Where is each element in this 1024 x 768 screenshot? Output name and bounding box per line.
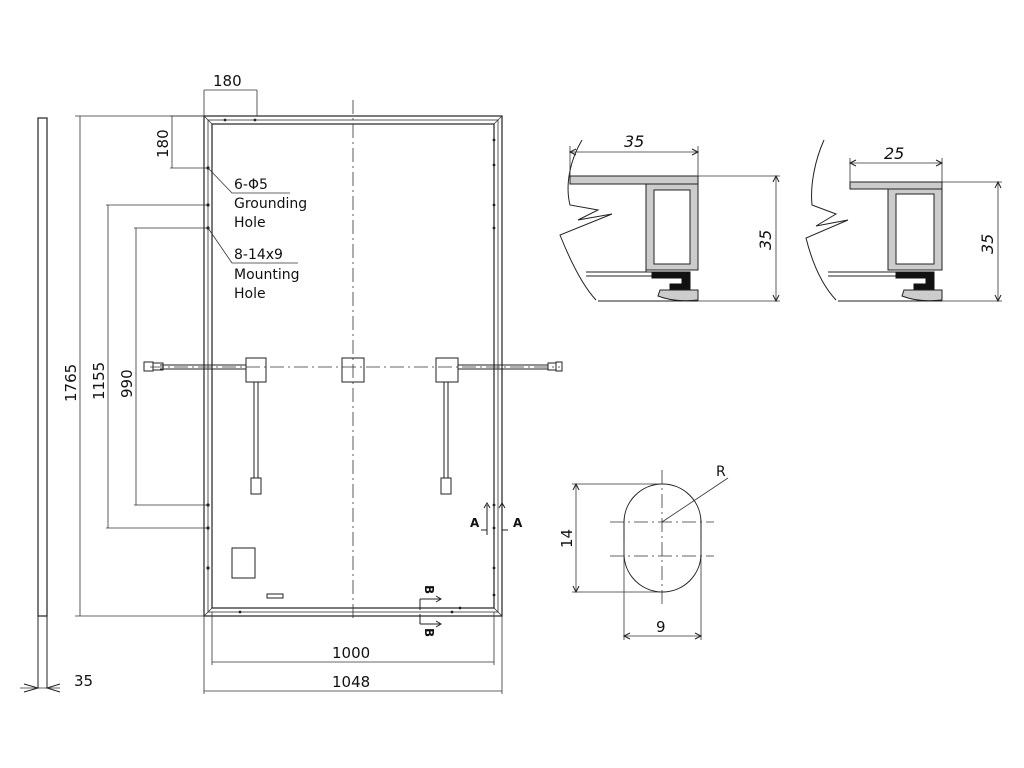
- junction-box-right: [435, 357, 459, 383]
- dim-frame-outer-width: 1048: [332, 673, 370, 691]
- mounting-spec: 8-14x9: [234, 247, 283, 263]
- svg-text:A: A: [470, 516, 480, 530]
- dimension-lines: 180 180 1765 1155 990 1000 1048: [62, 72, 503, 694]
- connector-right: [547, 361, 563, 372]
- dim-corner-x: 180: [213, 72, 242, 90]
- dim-mounting-spacing: 990: [118, 369, 136, 398]
- side-view: 35: [20, 117, 93, 693]
- dim-total-length: 1765: [62, 364, 80, 402]
- svg-text:B: B: [422, 585, 436, 594]
- dim-frame-thickness: 35: [74, 672, 93, 690]
- grounding-label-1: Grounding: [234, 196, 307, 212]
- svg-text:A: A: [513, 516, 523, 530]
- slot-radius-label: R: [716, 464, 726, 480]
- junction-box-left: [245, 357, 267, 383]
- connector-left: [143, 361, 164, 372]
- grounding-label-2: Hole: [234, 215, 266, 231]
- slot-outline: [623, 483, 702, 593]
- grounding-spec: 6-Φ5: [234, 177, 268, 193]
- profile-short-height: 35: [978, 234, 997, 254]
- barcode-label: [266, 593, 284, 599]
- module-back-view: A A B B: [143, 100, 563, 637]
- junction-box-center: [341, 357, 365, 383]
- dim-corner-y: 180: [154, 129, 172, 158]
- callouts: 6-Φ5 Grounding Hole 8-14x9 Mounting Hole: [207, 167, 307, 302]
- slot-width: 9: [656, 618, 666, 636]
- mounting-label-1: Mounting: [234, 267, 300, 283]
- slot-height: 14: [558, 529, 576, 548]
- section-a-markers: A A: [470, 502, 523, 535]
- svg-text:B: B: [422, 628, 436, 637]
- profile-short-width: 25: [884, 144, 904, 163]
- frame-profile-long-side: 35 35: [559, 132, 780, 303]
- profile-long-height: 35: [756, 230, 775, 250]
- frame-profile-short-side: 25 35: [805, 139, 1002, 303]
- profile-long-width: 35: [624, 132, 644, 151]
- section-b-markers: B B: [419, 585, 442, 637]
- mounting-label-2: Hole: [234, 286, 266, 302]
- dim-grounding-spacing: 1155: [90, 362, 108, 400]
- label-plate: [231, 547, 256, 579]
- mounting-slot-detail: R 14 9: [558, 464, 729, 640]
- dim-frame-inner-width: 1000: [332, 644, 370, 662]
